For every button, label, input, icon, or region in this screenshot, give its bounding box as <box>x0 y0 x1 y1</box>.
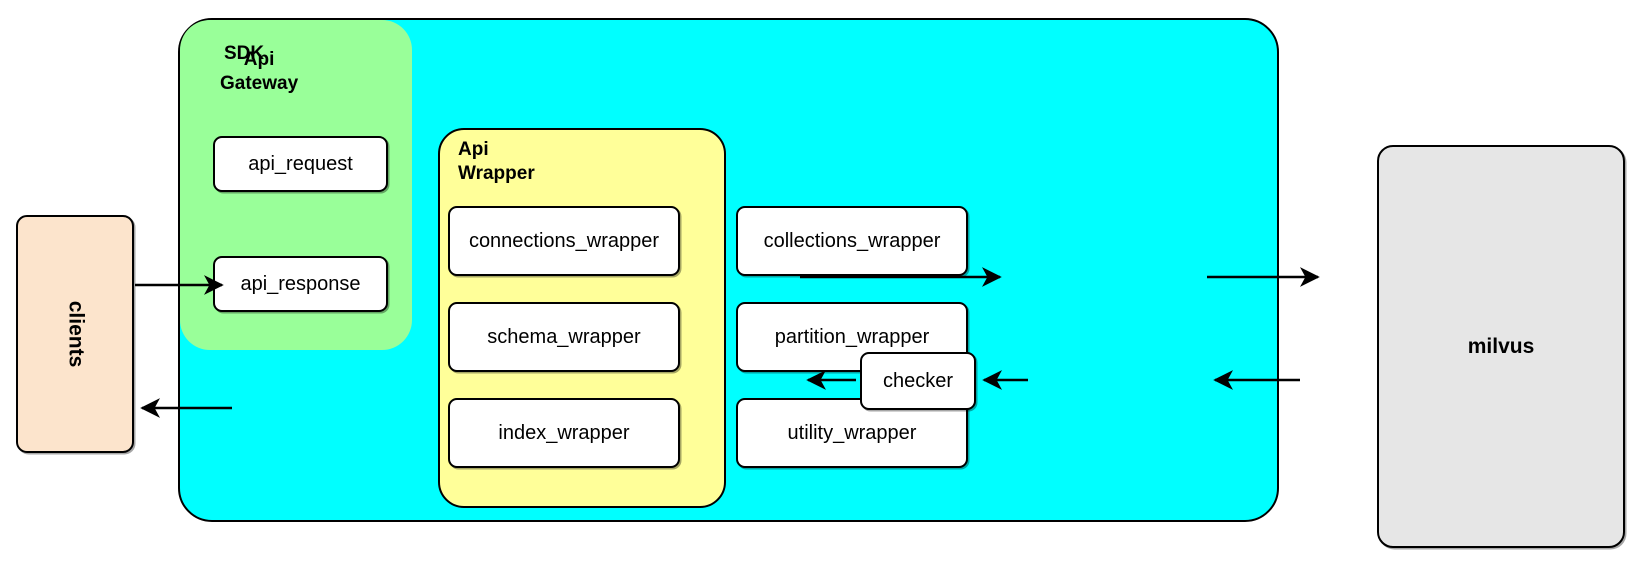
node-label: partition_wrapper <box>774 325 930 348</box>
node-api-response[interactable]: api_response <box>213 256 388 312</box>
api-gateway-title: Api Gateway <box>220 49 299 94</box>
node-label: api_request <box>248 152 353 175</box>
node-label: utility_wrapper <box>787 421 917 444</box>
node-label: schema_wrapper <box>487 325 641 348</box>
node-checker[interactable]: checker <box>860 352 976 410</box>
sdk-container[interactable]: SDK Api Wrapper connections_wrapper coll… <box>178 18 1279 522</box>
node-label: collections_wrapper <box>763 229 941 252</box>
node-schema-wrapper[interactable]: schema_wrapper <box>448 302 680 372</box>
node-connections-wrapper[interactable]: connections_wrapper <box>448 206 680 276</box>
node-index-wrapper[interactable]: index_wrapper <box>448 398 680 468</box>
node-label: connections_wrapper <box>468 229 660 252</box>
sdk-title: SDK <box>224 43 265 64</box>
clients-label: clients <box>64 300 87 368</box>
node-label: api_response <box>240 272 361 295</box>
node-label: checker <box>882 369 954 392</box>
milvus-label: milvus <box>1467 334 1535 358</box>
api-wrapper-title: Api Wrapper <box>458 139 535 184</box>
node-label: index_wrapper <box>498 421 630 444</box>
milvus-node[interactable]: milvus <box>1377 145 1625 548</box>
api-gateway-container[interactable]: Api Gateway api_request api_response <box>180 20 412 350</box>
node-api-request[interactable]: api_request <box>213 136 388 192</box>
clients-node[interactable]: clients <box>16 215 134 453</box>
api-wrapper-container[interactable]: Api Wrapper connections_wrapper collecti… <box>438 128 968 508</box>
node-collections-wrapper[interactable]: collections_wrapper <box>736 206 968 276</box>
